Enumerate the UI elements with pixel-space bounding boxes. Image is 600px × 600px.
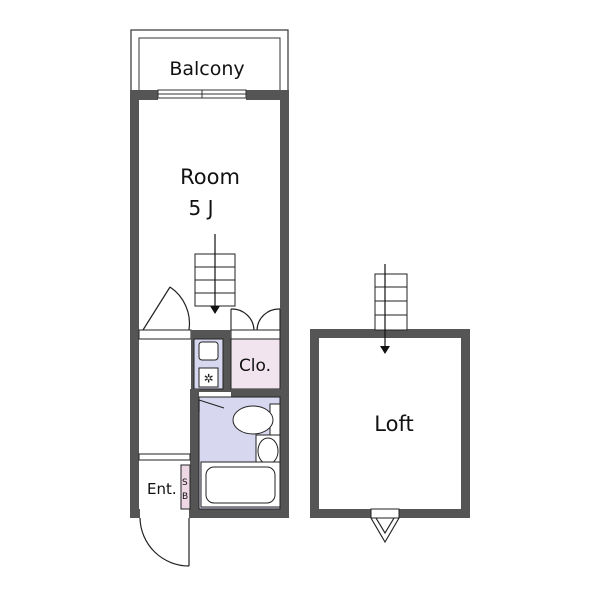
main-walls bbox=[130, 90, 289, 518]
room-door bbox=[142, 286, 191, 331]
shoe-box-label-b: B bbox=[182, 492, 188, 502]
balcony: Balcony bbox=[130, 29, 289, 93]
closet: Clo. bbox=[230, 338, 289, 397]
balcony-window bbox=[157, 89, 247, 99]
entrance-label: Ent. bbox=[147, 480, 177, 498]
entrance-area: Ent. S B bbox=[138, 453, 191, 510]
bathroom bbox=[190, 389, 281, 518]
closet-doors bbox=[230, 308, 281, 331]
closet-label: Clo. bbox=[239, 356, 271, 376]
loft-label: Loft bbox=[374, 412, 413, 436]
shoe-box-label-s: S bbox=[182, 478, 188, 488]
room-label: Room bbox=[180, 165, 240, 189]
bathtub-icon bbox=[200, 461, 281, 508]
toilet-icon bbox=[232, 403, 281, 437]
entrance-door bbox=[139, 517, 190, 567]
room-size-label: 5 J bbox=[189, 196, 214, 220]
loft-ladder bbox=[374, 264, 408, 354]
kitchen: ✲ bbox=[191, 330, 231, 392]
stove-burner-icon: ✲ bbox=[203, 372, 213, 386]
balcony-label: Balcony bbox=[169, 58, 244, 80]
loft: Loft bbox=[310, 329, 470, 544]
room-staircase bbox=[194, 234, 236, 314]
